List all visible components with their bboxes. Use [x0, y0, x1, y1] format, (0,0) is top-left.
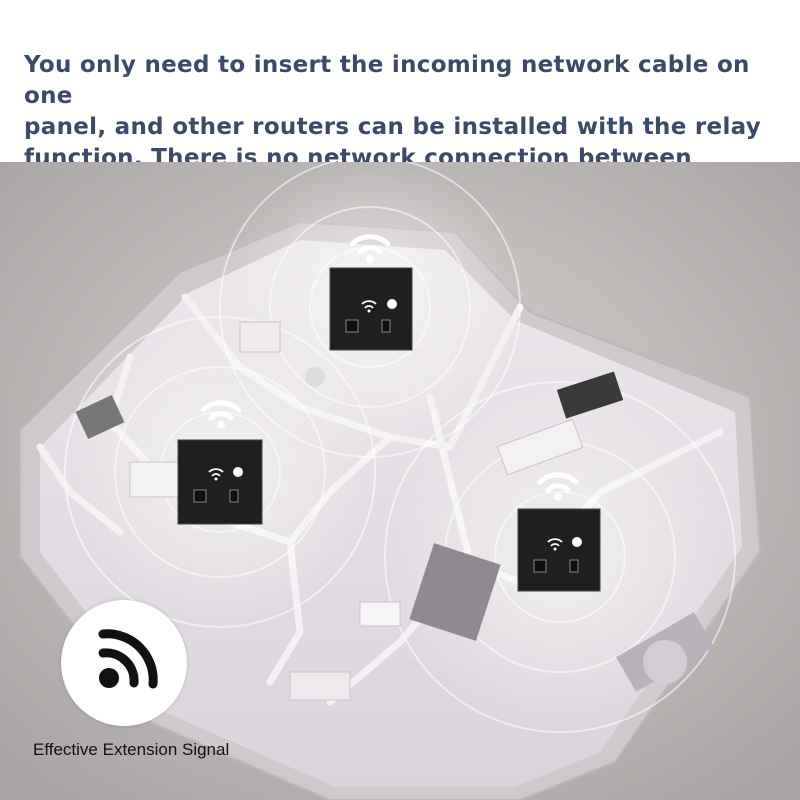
- router-panel-right: [517, 472, 601, 592]
- wifi-waves-icon: [200, 400, 242, 429]
- headline-line-1: You only need to insert the incoming net…: [24, 52, 750, 109]
- router-panel-top: [329, 234, 413, 351]
- signal-caption: Effective Extension Signal: [33, 740, 230, 759]
- wifi-signal-icon: [98, 629, 158, 689]
- router-faceplate: [517, 508, 601, 592]
- floorplan-illustration: [0, 162, 800, 800]
- furniture: [75, 321, 714, 701]
- signal-badge: [61, 600, 187, 726]
- wifi-waves-icon: [349, 234, 391, 263]
- floorplan-scene: [0, 162, 800, 800]
- router-faceplate: [329, 267, 413, 351]
- router-panel-left: [177, 400, 263, 525]
- wifi-waves-icon: [537, 472, 579, 501]
- router-faceplate: [177, 439, 263, 525]
- headline-line-2: panel, and other routers can be installe…: [24, 114, 762, 140]
